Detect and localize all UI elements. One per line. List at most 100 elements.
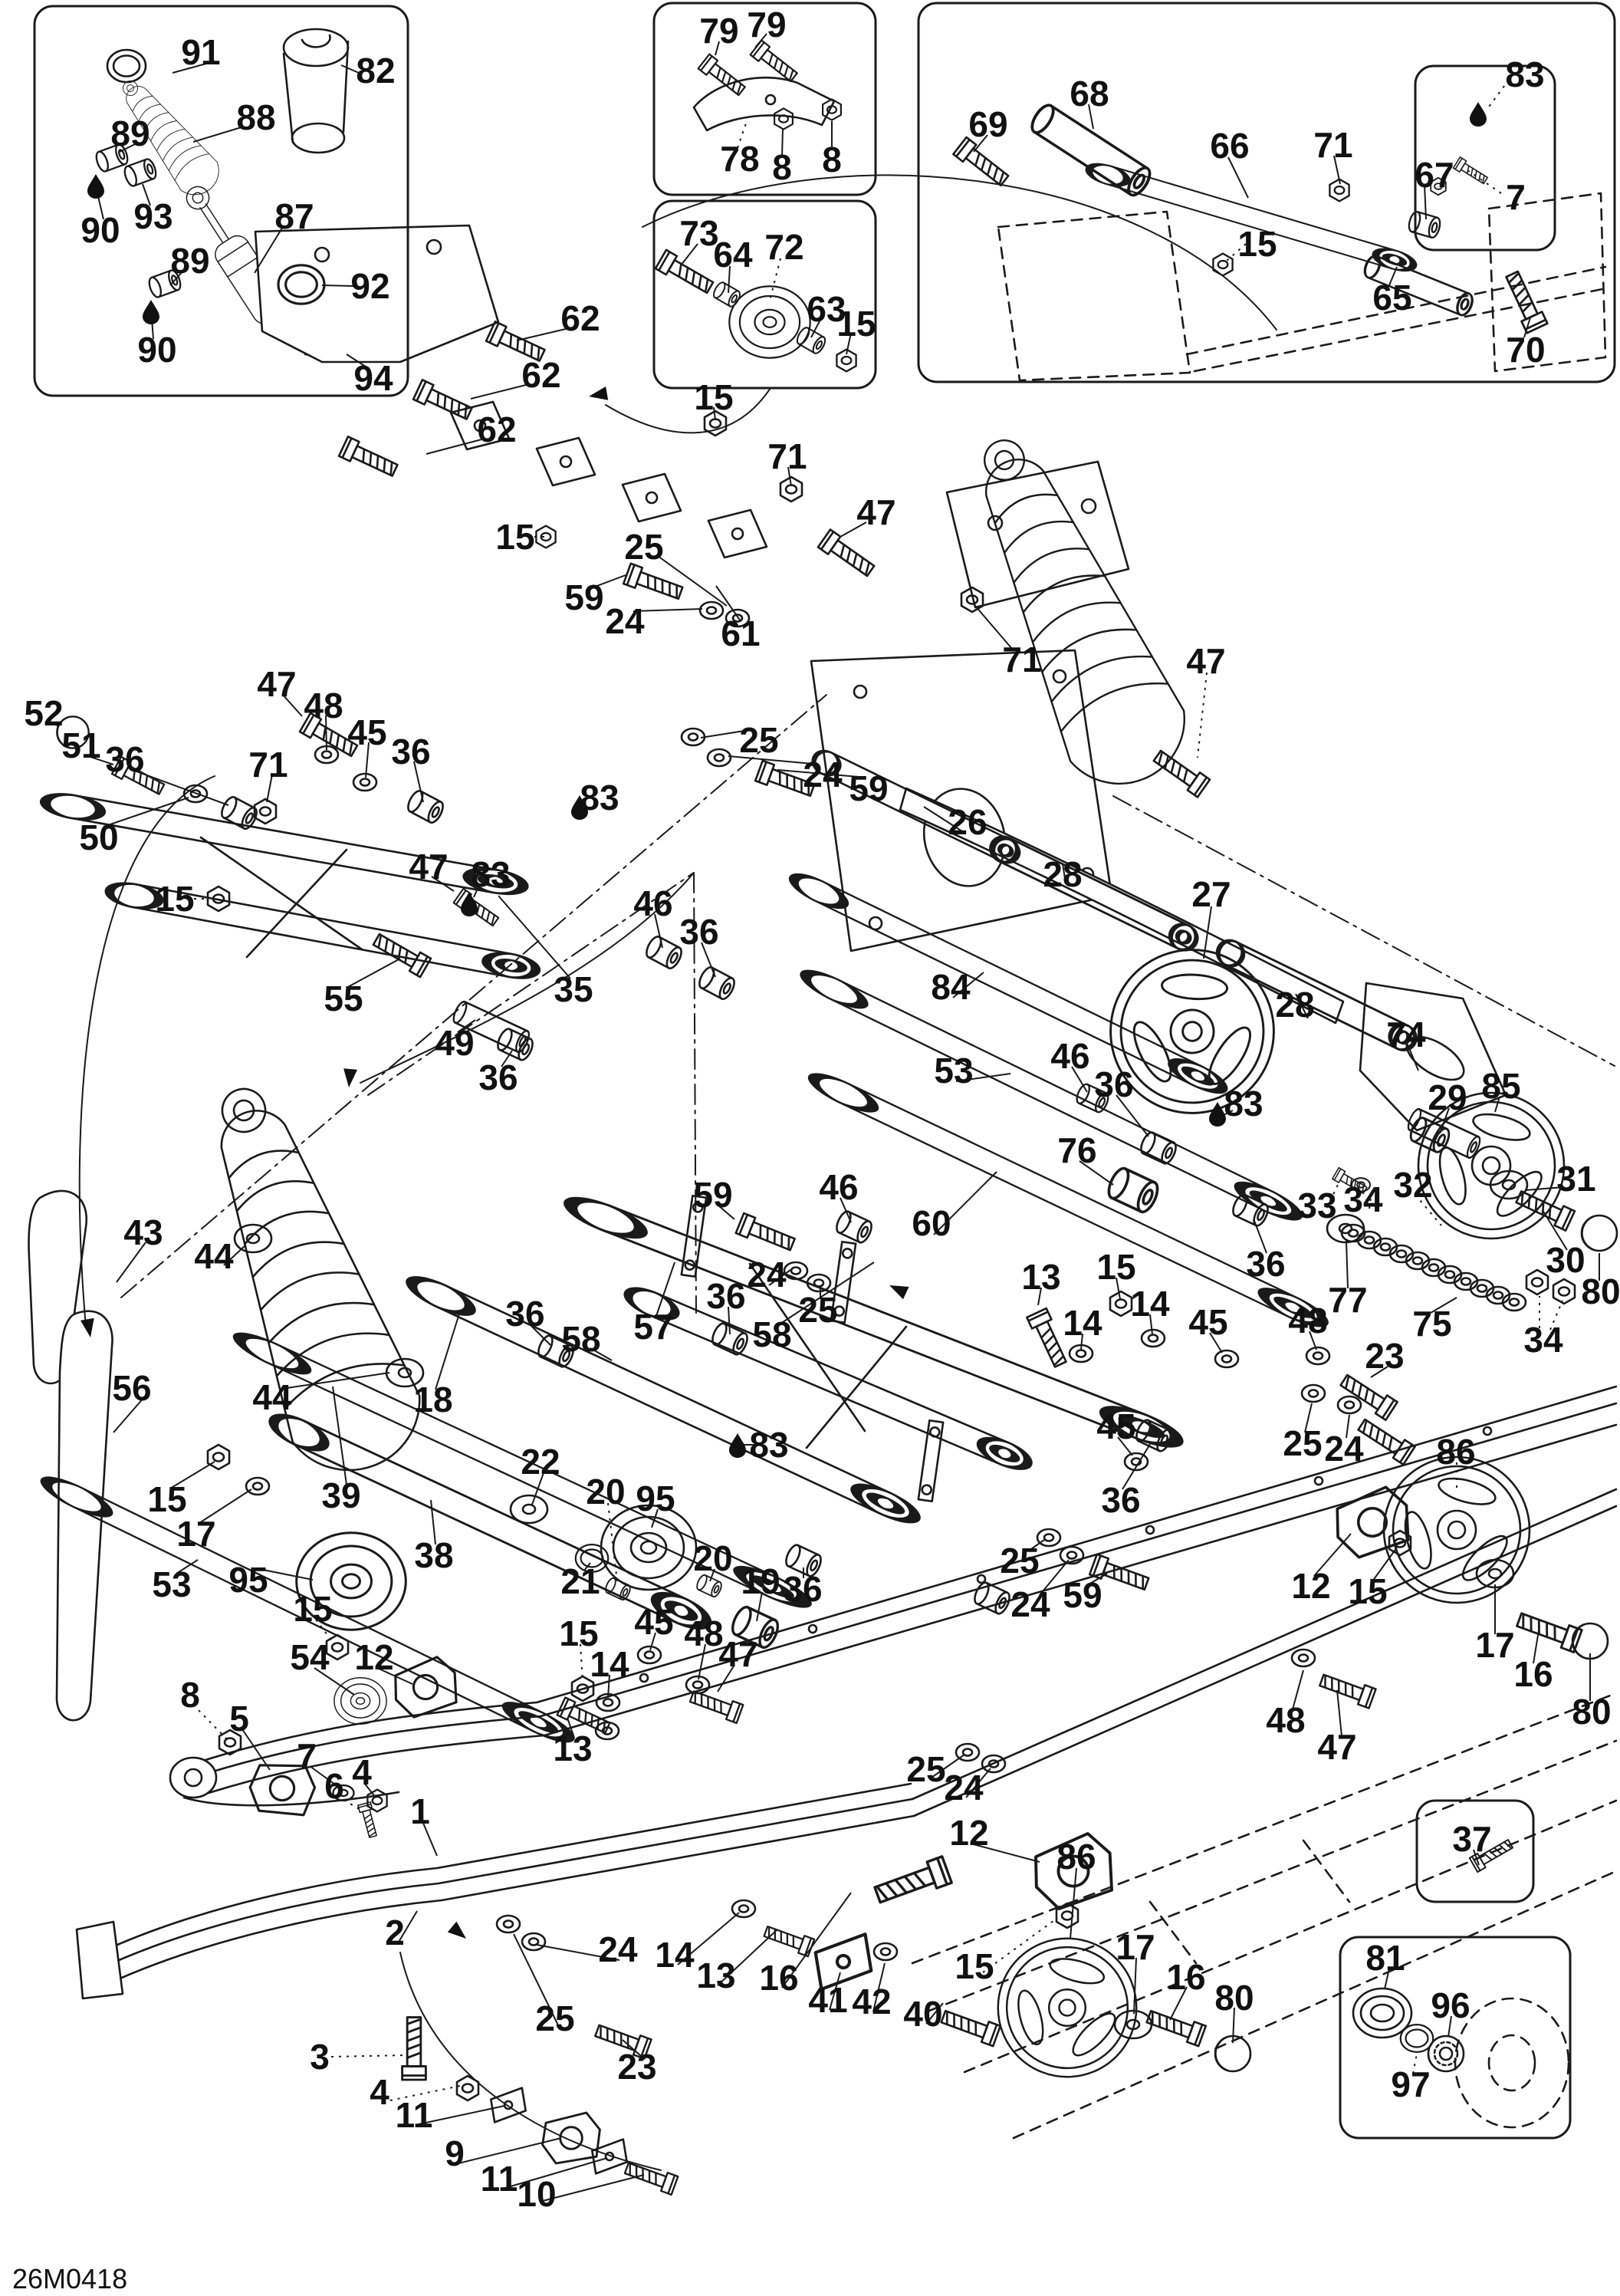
bolt-symbol xyxy=(1144,2005,1208,2048)
part-callout-21: 21 xyxy=(560,1561,600,1601)
leader-line xyxy=(928,1754,965,1780)
part-callout-24: 24 xyxy=(747,1255,787,1294)
nut-symbol xyxy=(535,525,557,549)
part-callout-2: 2 xyxy=(385,1913,405,1952)
leader-line xyxy=(332,1386,347,1485)
leader-line xyxy=(340,64,360,74)
part-callout-86: 86 xyxy=(1436,1432,1475,1472)
drawing-code: 26M0418 xyxy=(12,2263,127,2294)
leader-line xyxy=(1407,1044,1419,1071)
part-callout-46: 46 xyxy=(633,883,672,923)
part-callout-59: 59 xyxy=(564,577,603,617)
washer-symbol xyxy=(1305,1346,1331,1366)
leader-line xyxy=(1117,1436,1133,1456)
leader-line xyxy=(718,1205,735,1220)
leader-line xyxy=(965,1768,991,1798)
leader-line xyxy=(756,1591,763,1622)
inset-box xyxy=(33,5,409,397)
leader-line xyxy=(431,876,455,892)
part-callout-32: 32 xyxy=(1393,1165,1432,1205)
leader-line xyxy=(1169,1986,1188,2021)
part-callout-34: 34 xyxy=(1523,1320,1563,1360)
centerline xyxy=(1112,795,1615,1067)
part-callout-15: 15 xyxy=(1237,224,1277,264)
leader-line xyxy=(952,972,984,998)
pointer-arrow-icon xyxy=(342,1068,358,1088)
leader-line xyxy=(1542,1209,1568,1251)
bushing-symbol xyxy=(642,933,685,972)
leader-line xyxy=(1447,2015,1452,2038)
part-callout-36: 36 xyxy=(1246,1244,1285,1284)
washer-symbol xyxy=(521,1932,547,1952)
leader-line xyxy=(1197,672,1208,758)
part-callout-27: 27 xyxy=(1191,874,1231,914)
leader-line xyxy=(590,1347,613,1361)
part-callout-15: 15 xyxy=(559,1613,598,1653)
part-callout-69: 69 xyxy=(968,104,1007,144)
part-callout-14: 14 xyxy=(1130,1284,1170,1324)
part-callout-48: 48 xyxy=(304,686,343,725)
leader-line xyxy=(498,895,571,979)
part-callout-80: 80 xyxy=(1572,1692,1611,1732)
leader-line xyxy=(473,883,481,898)
bolt-symbol xyxy=(1150,745,1211,798)
leader-line xyxy=(787,466,792,487)
leader-line xyxy=(974,605,1013,650)
dashed-side-plate xyxy=(1487,192,1607,373)
leader-line xyxy=(923,806,965,834)
part-callout-39: 39 xyxy=(321,1475,360,1515)
leader-line xyxy=(781,1892,852,1988)
leader-line xyxy=(709,1568,715,1582)
part-callout-67: 67 xyxy=(1415,155,1454,195)
bushing-symbol xyxy=(794,324,829,357)
part-callout-47: 47 xyxy=(409,847,448,886)
bushing-symbol xyxy=(1406,209,1443,240)
part-callout-20: 20 xyxy=(693,1538,732,1578)
part-callout-26: 26 xyxy=(948,802,987,842)
leader-line xyxy=(781,128,784,157)
nut-symbol xyxy=(206,1443,231,1471)
leader-line xyxy=(777,769,859,778)
shock-mount-plate xyxy=(945,460,1130,609)
part-callout-36: 36 xyxy=(783,1569,822,1609)
leader-line xyxy=(422,1821,438,1857)
part-callout-75: 75 xyxy=(1412,1304,1451,1344)
part-callout-53: 53 xyxy=(934,1051,973,1090)
washerlg-symbol xyxy=(509,1494,549,1525)
nut-symbol xyxy=(455,2074,480,2102)
leader-line xyxy=(435,1311,461,1390)
washer-symbol xyxy=(1140,1328,1166,1348)
plate-symbol xyxy=(487,2087,530,2123)
washer-symbol xyxy=(495,1914,521,1934)
bushing-symbol xyxy=(833,1208,876,1246)
part-callout-47: 47 xyxy=(257,664,296,704)
washer-symbol xyxy=(1300,1383,1326,1403)
leader-line xyxy=(254,225,284,274)
inset-box xyxy=(652,2,877,196)
strap-56 xyxy=(55,1310,113,1722)
leader-line xyxy=(1439,1107,1450,1134)
part-callout-15: 15 xyxy=(147,1479,186,1519)
leader-line xyxy=(933,1171,997,1235)
part-callout-90: 90 xyxy=(81,210,120,250)
leader-line xyxy=(654,913,663,949)
bushing-symbol xyxy=(218,794,261,832)
leader-line xyxy=(1372,1547,1398,1582)
part-callout-20: 20 xyxy=(586,1472,625,1511)
part-callout-94: 94 xyxy=(353,358,393,398)
mount-symbol xyxy=(541,2111,601,2165)
link-symbol xyxy=(917,1419,945,1503)
part-callout-25: 25 xyxy=(535,1998,574,2038)
nut-symbol xyxy=(1109,1290,1133,1317)
part-callout-36: 36 xyxy=(391,732,430,771)
part-callout-71: 71 xyxy=(1313,125,1352,165)
leader-line xyxy=(728,755,813,765)
leader-line xyxy=(1346,1240,1349,1289)
part-callout-36: 36 xyxy=(706,1276,745,1316)
part-callout-66: 66 xyxy=(1210,126,1249,166)
leader-line xyxy=(363,1782,376,1798)
part-callout-92: 92 xyxy=(350,266,389,306)
leader-line xyxy=(1523,317,1531,338)
part-callout-5: 5 xyxy=(229,1699,249,1738)
leader-line xyxy=(531,1470,545,1505)
